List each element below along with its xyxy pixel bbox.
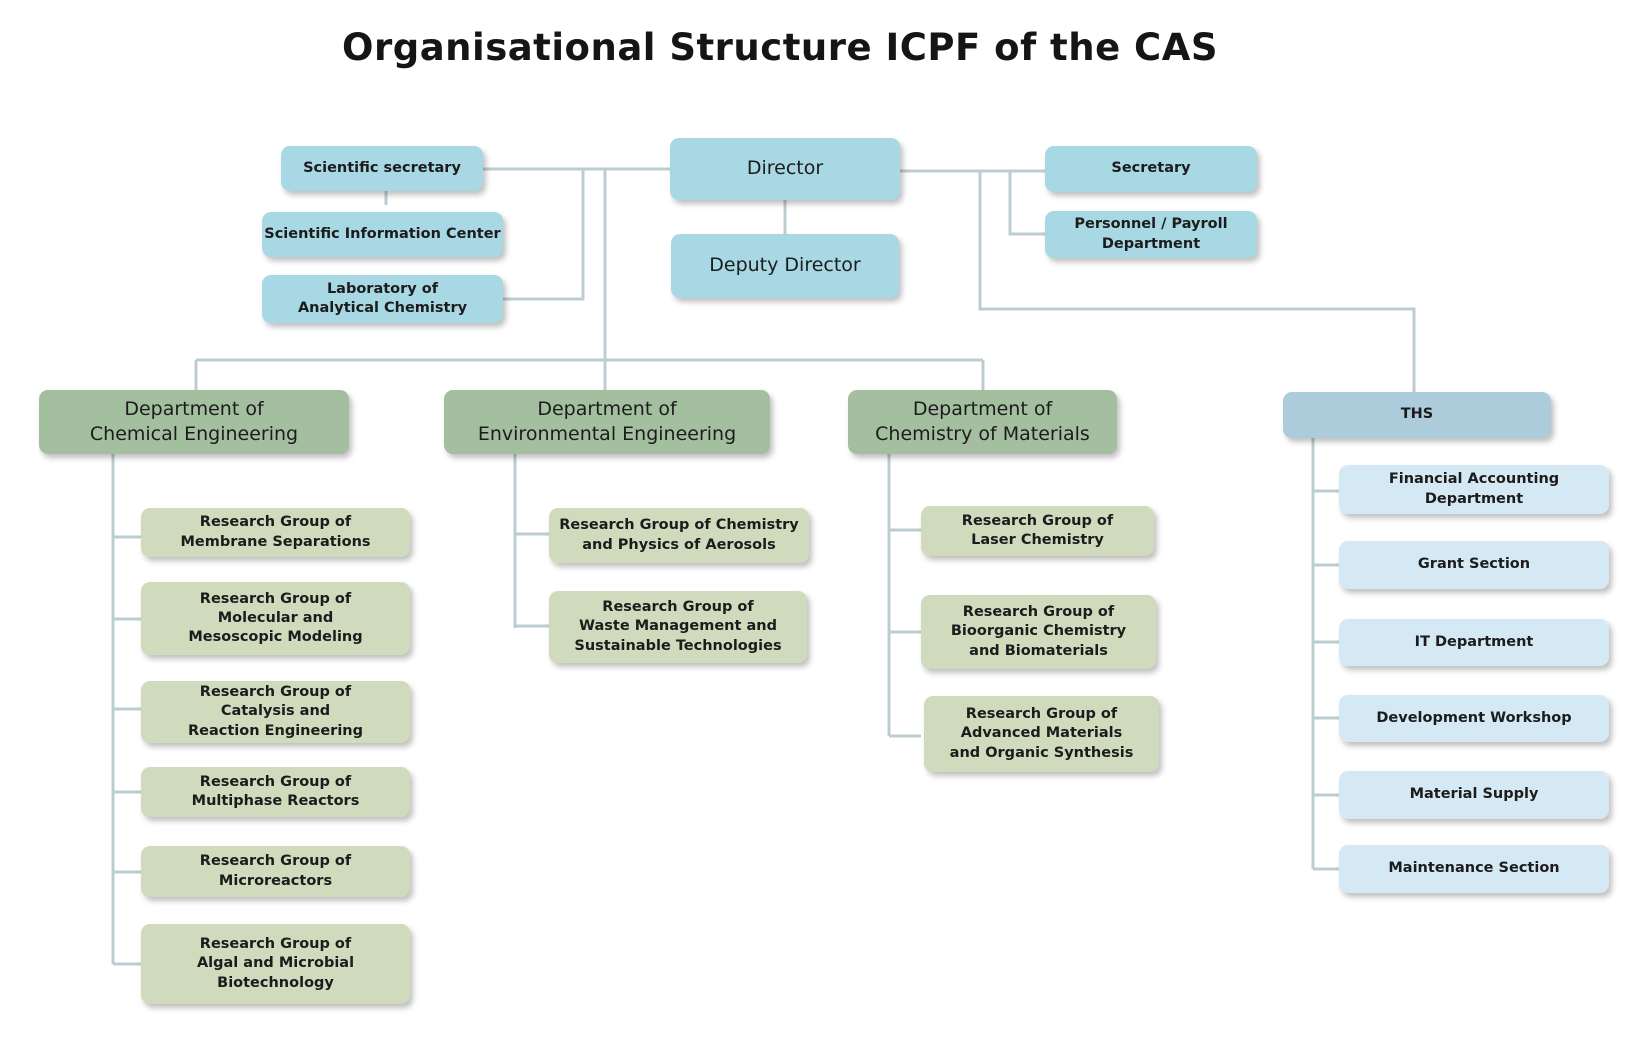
research-group-box: Research Group of Membrane Separations (141, 508, 410, 557)
research-group-box: Research Group of Waste Management and S… (549, 591, 807, 663)
department-chemical-engineering: Department of Chemical Engineering (39, 390, 349, 454)
research-group-box: Research Group of Molecular and Mesoscop… (141, 582, 410, 655)
personnel-payroll-box: Personnel / Payroll Department (1045, 211, 1257, 258)
research-group-box: Research Group of Bioorganic Chemistry a… (921, 595, 1156, 669)
ths-section-box: Material Supply (1339, 771, 1609, 819)
research-group-box: Research Group of Chemistry and Physics … (549, 508, 809, 563)
director-box: Director (670, 138, 900, 200)
chart-title: Organisational Structure ICPF of the CAS (342, 26, 1218, 69)
research-group-box: Research Group of Algal and Microbial Bi… (141, 924, 410, 1004)
department-chemistry-of-materials: Department of Chemistry of Materials (848, 390, 1117, 454)
research-group-box: Research Group of Catalysis and Reaction… (141, 681, 410, 743)
department-environmental-engineering: Department of Environmental Engineering (444, 390, 770, 454)
ths-section-box: IT Department (1339, 619, 1609, 666)
ths-section-box: Grant Section (1339, 541, 1609, 589)
ths-section-box: Development Workshop (1339, 695, 1609, 742)
ths-box: THS (1283, 392, 1551, 438)
ths-section-box: Financial Accounting Department (1339, 465, 1609, 514)
ths-section-box: Maintenance Section (1339, 845, 1609, 893)
scientific-secretary-box: Scientific secretary (281, 146, 483, 191)
scientific-information-center-box: Scientific Information Center (262, 212, 503, 257)
research-group-box: Research Group of Laser Chemistry (921, 506, 1154, 556)
research-group-box: Research Group of Multiphase Reactors (141, 767, 410, 817)
research-group-box: Research Group of Microreactors (141, 846, 410, 897)
secretary-box: Secretary (1045, 146, 1257, 192)
lab-analytical-chemistry-box: Laboratory of Analytical Chemistry (262, 275, 503, 323)
deputy-director-box: Deputy Director (671, 234, 899, 298)
research-group-box: Research Group of Advanced Materials and… (924, 696, 1159, 772)
